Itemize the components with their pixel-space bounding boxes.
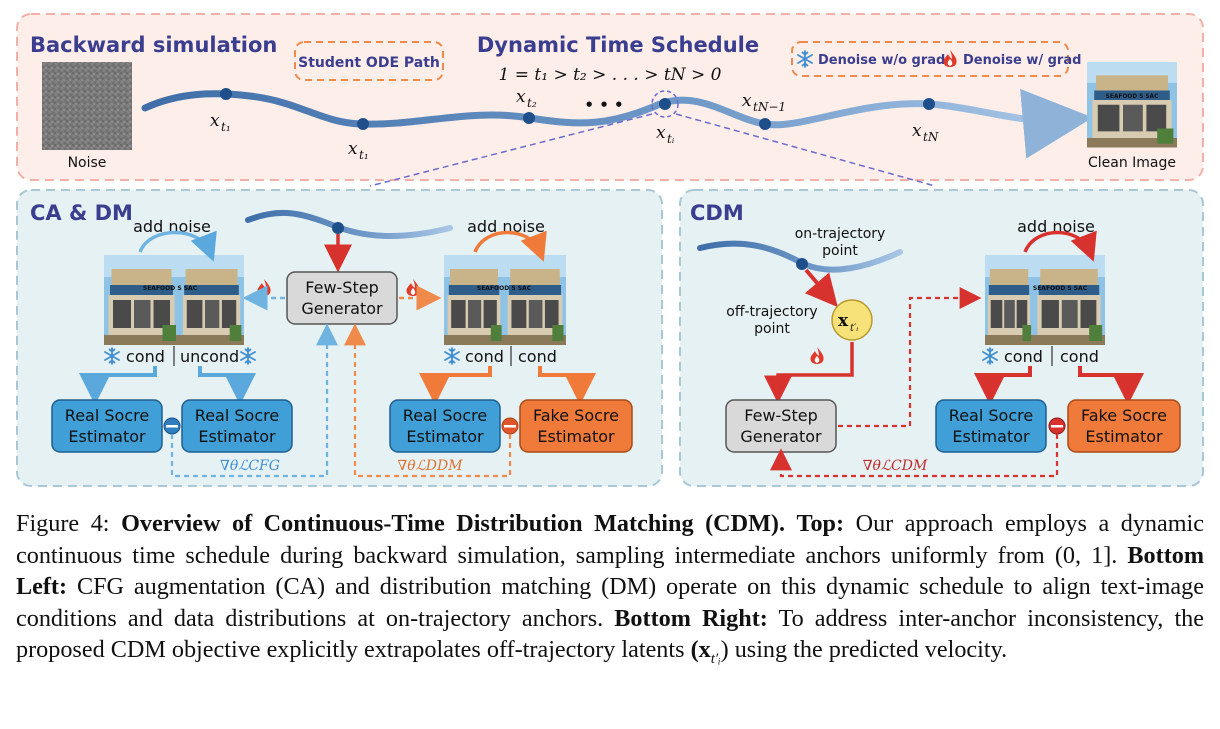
caption-bottom-right-label: Bottom Right: xyxy=(614,605,768,632)
caption-title: Overview of Continuous-Time Distribution… xyxy=(121,510,785,537)
clean-image-label: Clean Image xyxy=(1088,155,1176,171)
svg-text:x: x xyxy=(348,139,358,159)
svg-text:SEAFOOD S SAC: SEAFOOD S SAC xyxy=(1106,93,1159,100)
left-real-estimator-2-line1: Real Socre xyxy=(195,406,279,425)
schedule-formula: 1 = t₁ > t₂ > . . . > tN > 0 xyxy=(499,65,722,85)
svg-text:x: x xyxy=(742,91,752,111)
cdm-real-estimator-line2: Estimator xyxy=(952,427,1030,446)
point-x-t1-a xyxy=(220,88,232,100)
figure-caption: Figure 4: Overview of Continuous-Time Di… xyxy=(16,508,1204,676)
ddm-gradient-label: ∇θℒDDM xyxy=(397,458,463,474)
svg-text:t′ᵢ: t′ᵢ xyxy=(850,323,858,334)
point-x-t2 xyxy=(523,112,535,124)
svg-text:SEAFOOD S SAC: SEAFOOD S SAC xyxy=(1033,285,1088,292)
dm-real-estimator-line1: Real Socre xyxy=(403,406,487,425)
left-cfg-images: SEAFOOD S SAC xyxy=(104,255,244,345)
svg-text:x: x xyxy=(912,121,922,141)
left-uncond-label: uncond xyxy=(180,347,239,366)
svg-text:x: x xyxy=(838,311,849,331)
left-generator-line1: Few-Step xyxy=(305,278,378,297)
svg-text:tN−1: tN−1 xyxy=(753,100,786,114)
left-mini-point xyxy=(332,222,344,234)
left-real-estimator-1-line2: Estimator xyxy=(68,427,146,446)
caption-top-label: Top: xyxy=(797,510,845,537)
left-generator-line2: Generator xyxy=(301,299,383,318)
cdm-title: CDM xyxy=(690,201,744,225)
left-cond-label: cond xyxy=(126,347,165,366)
svg-text:t₂: t₂ xyxy=(527,96,537,110)
on-trajectory-label-2: point xyxy=(822,243,858,259)
svg-text:t₁: t₁ xyxy=(221,120,231,134)
noise-label: Noise xyxy=(68,155,107,171)
svg-text:SEAFOOD S SAC: SEAFOOD S SAC xyxy=(143,285,198,292)
caption-top-end: . xyxy=(1111,542,1117,569)
svg-text:t₁: t₁ xyxy=(359,148,369,162)
svg-text:tᵢ: tᵢ xyxy=(667,132,675,146)
cfg-gradient-label: ∇θℒCFG xyxy=(220,458,280,474)
minus-icon xyxy=(1049,418,1065,434)
top-panel-title: Backward simulation xyxy=(30,33,277,57)
svg-text:tN: tN xyxy=(923,130,939,144)
cdm-fake-estimator-line2: Estimator xyxy=(1085,427,1163,446)
off-trajectory-label-2: point xyxy=(754,321,790,337)
svg-text:x: x xyxy=(516,87,526,107)
caption-bottom-right-end: using the predicted velocity. xyxy=(735,636,1007,663)
method-overview-figure: Backward simulation Student ODE Path Dyn… xyxy=(0,0,1220,490)
ellipsis: • • • xyxy=(584,96,623,114)
clean-image: SEAFOOD S SAC xyxy=(1087,62,1177,148)
cdm-gradient-label: ∇θℒCDM xyxy=(863,458,928,474)
cdm-cond-label-1: cond xyxy=(1004,347,1043,366)
left-real-estimator-2-line2: Estimator xyxy=(198,427,276,446)
caption-latent: (xt′ᵢ) xyxy=(691,636,729,663)
svg-text:x: x xyxy=(656,123,666,143)
point-x-tN xyxy=(923,98,935,110)
dm-fake-estimator-line2: Estimator xyxy=(537,427,615,446)
ca-dm-title: CA & DM xyxy=(30,201,133,225)
svg-text:x: x xyxy=(210,111,220,131)
dm-cond-label-1: cond xyxy=(465,347,504,366)
left-dm-images: SEAFOOD S SAC xyxy=(444,255,566,345)
legend-grad: Denoise w/ grad xyxy=(963,53,1081,68)
legend-no-grad: Denoise w/o grad xyxy=(818,53,945,68)
cdm-images: SEAFOOD S SAC xyxy=(985,255,1105,345)
point-x-t1-b xyxy=(357,118,369,130)
cdm-cond-label-2: cond xyxy=(1060,347,1099,366)
cdm-generator-line1: Few-Step xyxy=(744,406,817,425)
point-x-tN-1 xyxy=(759,118,771,130)
off-trajectory-label-1: off-trajectory xyxy=(726,304,817,320)
minus-icon xyxy=(164,418,180,434)
dm-fake-estimator-line1: Fake Socre xyxy=(533,406,619,425)
cdm-fake-estimator-line1: Fake Socre xyxy=(1081,406,1167,425)
minus-icon xyxy=(502,418,518,434)
point-x-ti xyxy=(659,98,671,110)
left-real-estimator-1-line1: Real Socre xyxy=(65,406,149,425)
cdm-generator-line2: Generator xyxy=(740,427,822,446)
dm-real-estimator-line2: Estimator xyxy=(406,427,484,446)
on-trajectory-point xyxy=(796,258,808,270)
caption-interval: (0, 1] xyxy=(1055,542,1111,569)
schedule-title: Dynamic Time Schedule xyxy=(477,33,759,57)
dm-cond-label-2: cond xyxy=(518,347,557,366)
caption-figure-label: Figure 4: xyxy=(16,510,110,537)
noise-image xyxy=(42,62,132,150)
cdm-real-estimator-line1: Real Socre xyxy=(949,406,1033,425)
on-trajectory-label-1: on-trajectory xyxy=(795,226,886,242)
svg-text:SEAFOOD S SAC: SEAFOOD S SAC xyxy=(477,285,532,292)
student-path-label: Student ODE Path xyxy=(298,55,440,71)
